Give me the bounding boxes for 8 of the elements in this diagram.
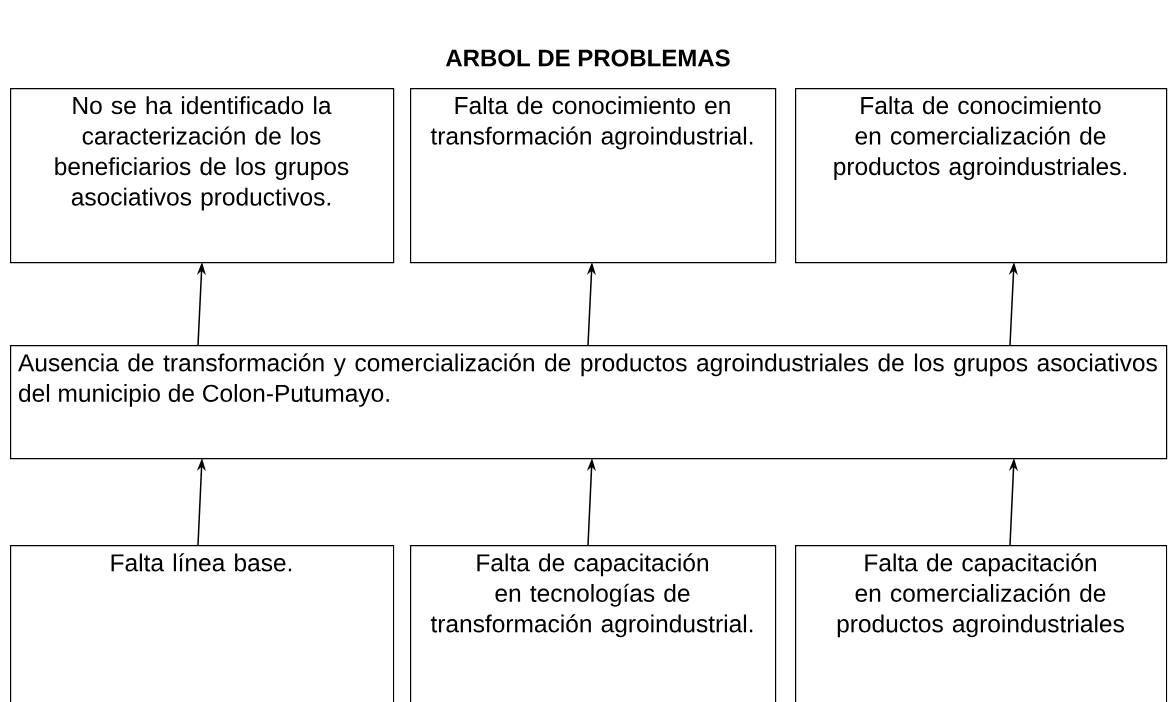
problem-box: Falta de capacitación en comercialización de productos agroindustriales <box>795 545 1168 702</box>
problem-box: Falta de capacitación en tecnologías de transformación agroindustrial. <box>410 545 777 702</box>
problem-box: Ausencia de transformación y comercialización de productos agroindustriales de los grupos asociativos del municipio de Colon-Putumayo. <box>10 345 1168 460</box>
problem-box: Falta línea base. <box>10 545 395 702</box>
title: ARBOL DE PROBLEMAS <box>445 49 730 67</box>
problem-box: Falta de conocimiento en comercialización de productos agroindustriales. <box>795 88 1168 264</box>
problem-box: No se ha identificado la caracterización de los beneficiarios de los grupos asociativos productivos. <box>10 88 395 264</box>
problem-box: Falta de conocimiento en transformación agroindustrial. <box>410 88 777 264</box>
